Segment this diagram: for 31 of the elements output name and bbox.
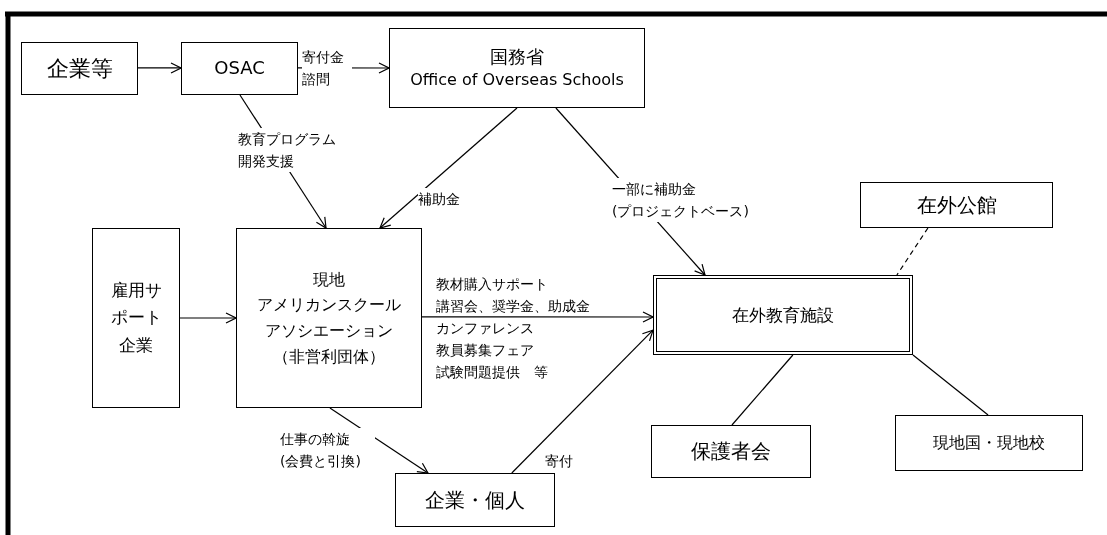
box-title: 企業・個人: [425, 486, 525, 514]
arrow: [137, 62, 182, 74]
entity-box: [181, 42, 298, 95]
arrow: [329, 407, 429, 474]
entity-box: [21, 42, 138, 95]
edge-label: 教材購入サポート講習会、奨学金、助成金カンファレンス教員募集フェア試験問題提供 等: [436, 275, 591, 382]
box-title: 在外公館: [916, 191, 997, 219]
box-title: 保護者会: [691, 438, 771, 465]
arrow: [421, 311, 654, 323]
connector-line: [731, 354, 794, 426]
arrow: [511, 329, 654, 474]
arrow: [379, 107, 518, 229]
box-title: 在外教育施設: [732, 303, 834, 327]
entity-box: [860, 182, 1053, 228]
box-title: 現地アメリカンスクールアソシエーション（非営利団体）: [257, 268, 401, 368]
entity-box: [92, 228, 180, 408]
arrow: [179, 312, 237, 324]
box-title: 企業等: [46, 54, 113, 83]
facility-box: [653, 275, 913, 355]
box-title: OSAC: [214, 56, 265, 81]
connector-line: [912, 354, 989, 416]
box-title: 国務省: [490, 45, 544, 70]
entity-box: [651, 425, 811, 478]
box-title: 現地国・現地校: [933, 432, 1045, 454]
box-subtitle: Office of Overseas Schools: [410, 69, 624, 91]
entity-box: [395, 473, 555, 527]
connector-line: [896, 227, 929, 276]
entity-box: [895, 415, 1083, 471]
association-box: [236, 228, 422, 408]
box-title: 雇用サポート企業: [110, 279, 162, 357]
entity-box: [389, 28, 645, 108]
